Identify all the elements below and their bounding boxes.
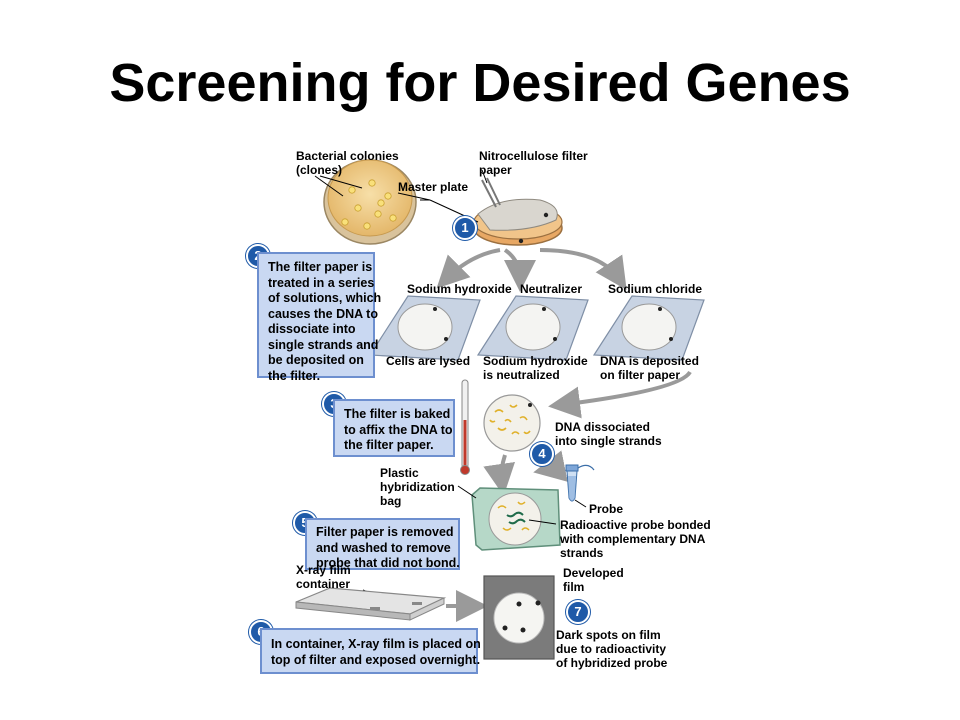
label-line: paper (479, 163, 512, 177)
label-line: Sodium hydroxide (483, 354, 588, 368)
dna-dissociated-disc (483, 394, 541, 452)
label-line: Nitrocellulose filter (479, 149, 588, 163)
step-2-box: The filter paper is treated in a series … (257, 252, 382, 383)
label-line: film (563, 580, 585, 594)
step-6-line: In container, X-ray film is placed on (271, 637, 481, 651)
label-neutralizer: Neutralizer (520, 282, 583, 296)
step-5-line: probe that did not bond. (316, 556, 460, 570)
label-cells-lysed: Cells are lysed (386, 354, 471, 368)
label-line: Plastic (380, 466, 419, 480)
label-line: of hybridized probe (556, 656, 668, 670)
step-3-line: The filter is baked (344, 407, 451, 421)
hybridization-bag (471, 487, 561, 551)
step-3-box: The filter is baked to affix the DNA to … (333, 399, 455, 457)
label-line: due to radioactivity (556, 642, 667, 656)
label-developed-film: Developed film (563, 566, 624, 594)
label-line: DNA is deposited (600, 354, 699, 368)
label-radioactive-probe: Radioactive probe bonded with complement… (560, 518, 711, 560)
step-2-line: single strands and (268, 337, 379, 352)
step-2-line: treated in a series (268, 275, 375, 290)
step-6-line: top of filter and exposed overnight. (271, 652, 481, 667)
label-sodium-chloride: Sodium chloride (608, 282, 703, 296)
label-dna-dissociated: DNA dissociated into single strands (555, 420, 662, 448)
label-line: DNA dissociated (555, 420, 650, 434)
label-line: X-ray film (296, 563, 351, 577)
label-line: into single strands (555, 434, 662, 448)
label-dark-spots: Dark spots on film due to radioactivity … (556, 628, 667, 670)
label-line: strands (560, 546, 604, 560)
label-master-plate: Master plate (398, 180, 469, 194)
step-3-line: to affix the DNA to (344, 422, 453, 437)
slide-title: Screening for Desired Genes (109, 53, 851, 113)
step-5-box: Filter paper is removed and washed to re… (305, 518, 460, 570)
step-2-line: dissociate into (268, 322, 356, 336)
label-line: Dark spots on film (556, 628, 661, 642)
label-line: bag (380, 494, 402, 508)
label-line: on filter paper (600, 368, 681, 382)
step-2-line: of solutions, which (268, 291, 382, 305)
step-2-line: causes the DNA to (268, 306, 378, 321)
label-line: hybridization (380, 480, 455, 494)
colony-dots (341, 179, 397, 230)
developed-film (483, 575, 555, 660)
label-sodium-hydroxide: Sodium hydroxide (407, 282, 512, 296)
label-dna-deposited: DNA is deposited on filter paper (600, 354, 699, 382)
label-line: is neutralized (483, 368, 560, 382)
label-line: (clones) (296, 163, 343, 177)
xray-film-container (295, 587, 447, 621)
label-plastic-bag: Plastic hybridization bag (380, 466, 455, 508)
step-6-box: In container, X-ray film is placed on to… (260, 628, 481, 674)
label-xray-container: X-ray film container (296, 563, 351, 591)
label-bacterial-colonies: Bacterial colonies (clones) (296, 149, 399, 177)
label-probe: Probe (589, 502, 624, 516)
step-5-line: and washed to remove (316, 540, 451, 555)
step-2-line: be deposited on (268, 353, 364, 367)
label-line: container (296, 577, 351, 591)
label-line: Developed (563, 566, 624, 580)
master-plate-dish (323, 159, 417, 245)
label-nitrocellulose: Nitrocellulose filter paper (479, 149, 588, 177)
step-4-badge: 4 (530, 442, 554, 466)
solution-trays (368, 295, 705, 361)
step-3-line: the filter paper. (344, 438, 434, 452)
step-2-line: the filter. (268, 368, 321, 383)
solution-arrows (436, 248, 627, 292)
label-line: Radioactive probe bonded (560, 518, 711, 532)
filter-dish (473, 177, 563, 246)
thermometer-icon (460, 379, 470, 475)
step-1-badge: 1 (453, 216, 477, 240)
step-2-line: The filter paper is (268, 260, 373, 274)
probe-tube-icon (565, 464, 595, 502)
label-line: with complementary DNA (560, 532, 706, 546)
step-5-line: Filter paper is removed (316, 525, 454, 539)
label-line: Bacterial colonies (296, 149, 399, 163)
label-naoh-neutralized: Sodium hydroxide is neutralized (483, 354, 588, 382)
step-7-badge: 7 (566, 600, 590, 624)
